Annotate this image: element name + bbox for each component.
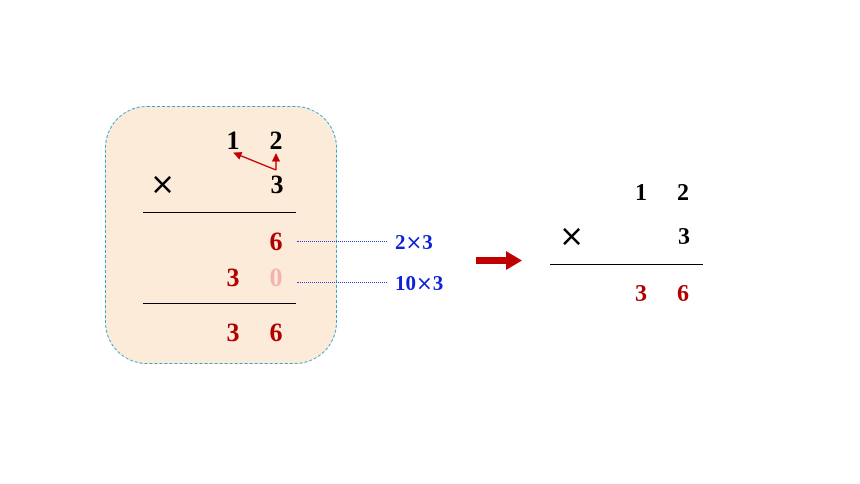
- partial-tens-digit: 3: [226, 263, 240, 292]
- right-result-ones: 6: [677, 281, 689, 307]
- left-bottom-rule: [143, 303, 296, 304]
- arrow-to-tens: [233, 151, 277, 171]
- right-result-tens: 3: [635, 281, 647, 307]
- left-result-tens: 3: [226, 318, 240, 347]
- right-rule: [550, 264, 703, 265]
- tens-leader-line: [297, 282, 387, 283]
- left-multiply-sign: ×: [150, 167, 176, 202]
- partial-ones-digit: 6: [269, 227, 283, 256]
- left-top-rule: [143, 212, 296, 213]
- multiply-arrows: [233, 151, 281, 171]
- ones-annotation: 2×3: [395, 230, 433, 254]
- ones-annotation-times: ×: [405, 230, 423, 254]
- left-multiplier: 3: [270, 170, 284, 199]
- partial-tens-zero: 0: [269, 263, 283, 292]
- right-arrow-icon: [476, 251, 522, 270]
- ones-annotation-b: 3: [422, 230, 433, 254]
- left-multiplicand-ones: 2: [269, 126, 283, 155]
- right-multiplicand-tens: 1: [635, 180, 647, 206]
- left-result-ones: 6: [269, 318, 283, 347]
- right-multiplicand-ones: 2: [677, 180, 689, 206]
- tens-annotation-b: 3: [432, 271, 444, 295]
- right-multiply-sign: ×: [559, 219, 585, 254]
- ones-leader-line: [297, 241, 387, 242]
- tens-annotation: 10×3: [395, 271, 443, 295]
- calculation-panel: [105, 106, 337, 364]
- left-multiplicand-tens: 1: [226, 126, 240, 155]
- right-multiplier: 3: [678, 224, 690, 250]
- tens-annotation-times: ×: [416, 271, 433, 295]
- ones-annotation-a: 2: [395, 230, 406, 254]
- tens-annotation-a: 10: [395, 271, 416, 295]
